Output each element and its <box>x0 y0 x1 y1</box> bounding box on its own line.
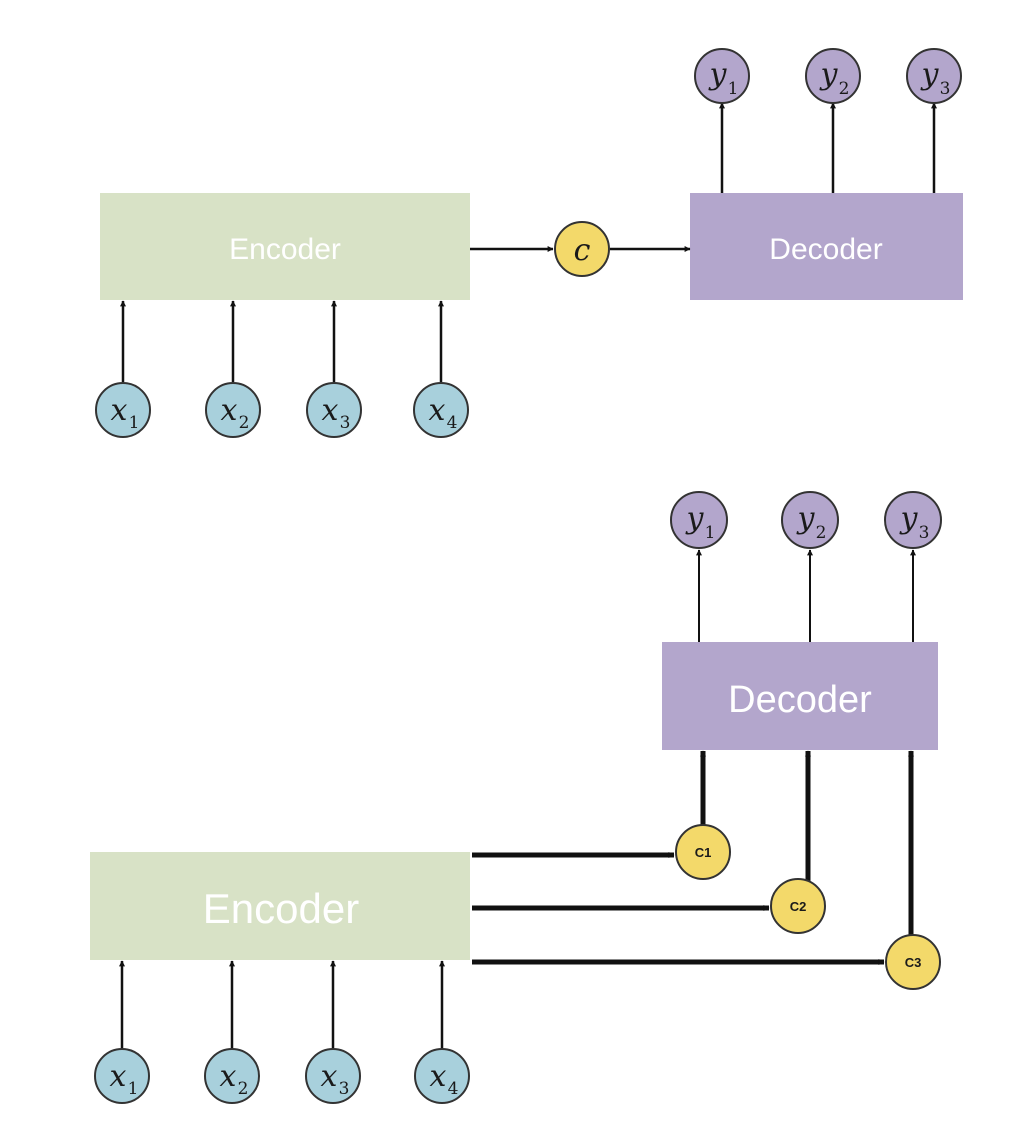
bottom-input-node-x4: x 4 <box>414 1048 470 1104</box>
top-input-node-x3: x 3 <box>306 382 362 438</box>
svg-text:2: 2 <box>839 79 850 99</box>
svg-text:3: 3 <box>919 523 930 543</box>
bottom-decoder-box <box>662 642 938 750</box>
top-output-node-y2: y 2 <box>805 48 861 104</box>
svg-text:y: y <box>819 57 839 92</box>
svg-text:1: 1 <box>128 1079 139 1099</box>
svg-text:3: 3 <box>339 1079 350 1099</box>
svg-text:x: x <box>429 393 446 428</box>
top-context-node: c <box>554 221 610 277</box>
top-encoder-label: Encoder <box>229 233 341 266</box>
bottom-input-node-x3: x 3 <box>305 1048 361 1104</box>
svg-text:3: 3 <box>340 413 351 433</box>
bottom-context-node-c2: C2 <box>770 878 826 934</box>
svg-text:2: 2 <box>238 1079 249 1099</box>
svg-text:x: x <box>321 1059 338 1094</box>
top-encoder-box <box>100 193 470 300</box>
svg-text:1: 1 <box>728 79 739 99</box>
bottom-encoder-label: Encoder <box>203 885 359 932</box>
svg-text:x: x <box>322 393 339 428</box>
bottom-encoder-box <box>90 852 470 960</box>
bottom-context-node-c1: C1 <box>675 824 731 880</box>
svg-text:2: 2 <box>816 523 827 543</box>
svg-text:y: y <box>708 57 728 92</box>
svg-text:x: x <box>220 1059 237 1094</box>
svg-text:y: y <box>796 501 816 536</box>
top-input-node-x2: x 2 <box>205 382 261 438</box>
svg-text:4: 4 <box>447 413 458 433</box>
bottom-diagram: Encoder Decoder C1 C2 C3 <box>90 491 942 1104</box>
top-input-node-x1: x 1 <box>95 382 151 438</box>
svg-text:x: x <box>221 393 238 428</box>
svg-text:C3: C3 <box>905 955 922 970</box>
top-output-node-y1: y 1 <box>694 48 750 104</box>
bottom-output-node-y1: y 1 <box>670 491 728 549</box>
top-output-node-y3: y 3 <box>906 48 962 104</box>
bottom-input-node-x2: x 2 <box>204 1048 260 1104</box>
svg-text:x: x <box>430 1059 447 1094</box>
bottom-output-node-y2: y 2 <box>781 491 839 549</box>
svg-text:x: x <box>111 393 128 428</box>
bottom-decoder-label: Decoder <box>728 679 872 721</box>
svg-text:C2: C2 <box>790 899 807 914</box>
top-input-node-x4: x 4 <box>413 382 469 438</box>
svg-text:y: y <box>899 501 919 536</box>
svg-text:3: 3 <box>940 79 951 99</box>
svg-text:1: 1 <box>129 413 140 433</box>
top-decoder-label: Decoder <box>769 233 882 266</box>
svg-text:4: 4 <box>448 1079 459 1099</box>
bottom-context-node-c3: C3 <box>885 934 941 990</box>
svg-text:c: c <box>574 233 591 268</box>
svg-text:C1: C1 <box>695 845 712 860</box>
svg-text:y: y <box>920 57 940 92</box>
top-diagram: Encoder Decoder c x 1 x 2 x <box>95 48 963 438</box>
svg-text:x: x <box>110 1059 127 1094</box>
bottom-output-node-y3: y 3 <box>884 491 942 549</box>
bottom-input-node-x1: x 1 <box>94 1048 150 1104</box>
svg-text:2: 2 <box>239 413 250 433</box>
svg-text:y: y <box>685 501 705 536</box>
top-decoder-box <box>690 193 963 300</box>
svg-text:1: 1 <box>705 523 716 543</box>
